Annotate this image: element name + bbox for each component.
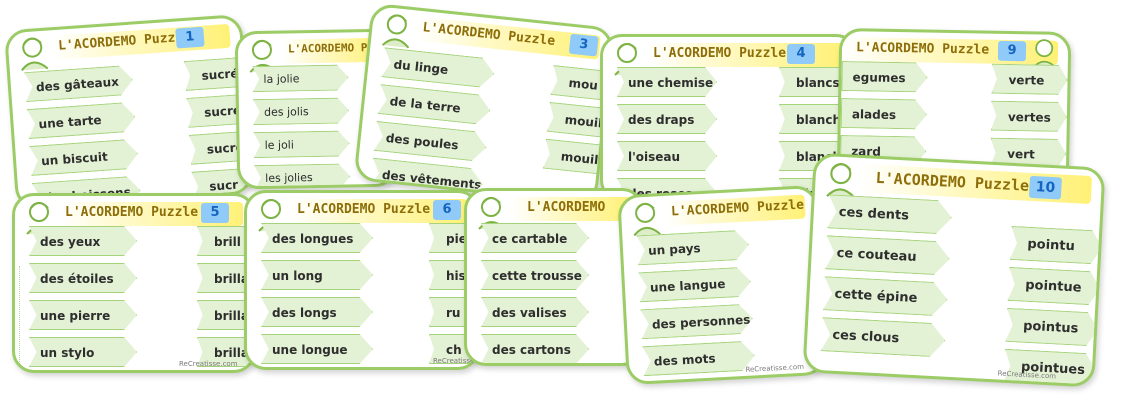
puzzle-piece-noun[interactable]: des draps — [617, 104, 717, 134]
puzzle-piece-noun[interactable]: une tarte — [27, 102, 137, 139]
card-number-badge: 1 — [175, 26, 205, 49]
puzzle-piece-adjective[interactable]: pointue — [1007, 267, 1101, 306]
card-footer: ReCreatisse.com — [433, 357, 477, 365]
puzzle-card-10: L'ACORDEMO Puzzle 10 ces dents ce coutea… — [802, 152, 1106, 388]
puzzle-piece-noun[interactable]: du linge — [381, 47, 496, 89]
puzzle-piece-noun[interactable]: des gâteaux — [24, 65, 134, 102]
puzzle-card-1: L'ACORDEMO Puzzle 1 des gâteaux une tart… — [4, 13, 254, 211]
card-number-badge: 6 — [433, 200, 461, 220]
puzzle-piece-adjective[interactable]: pointu — [1010, 226, 1104, 265]
puzzle-card-7: L'ACORDEMO ce cartable cette trousse des… — [464, 188, 644, 366]
puzzle-piece-noun[interactable]: ces dents — [827, 194, 953, 234]
puzzle-piece-noun[interactable]: des jolis — [253, 97, 349, 125]
puzzle-piece-noun[interactable]: des yeux — [29, 226, 137, 256]
card-title: L'ACORDEMO — [527, 200, 606, 215]
child-illustration-icon — [381, 14, 410, 49]
card-number-badge: 10 — [1028, 175, 1062, 200]
puzzle-card-3: L'ACORDEMO Puzzle 3 du linge de la terre… — [353, 2, 615, 206]
puzzle-piece-noun[interactable]: egumes — [841, 61, 928, 92]
card-number-badge: 4 — [787, 44, 815, 64]
puzzle-piece-noun[interactable]: une langue — [638, 267, 751, 303]
puzzle-piece-noun[interactable]: le joli — [253, 130, 349, 158]
card-footer: ReCreatisse.com — [179, 360, 238, 368]
puzzle-piece-adjective[interactable]: brill — [197, 226, 253, 256]
puzzle-piece-noun[interactable]: cette trousse — [481, 260, 589, 290]
card-title: L'ACORDEMO Puzzle — [297, 202, 431, 217]
puzzle-piece-noun[interactable]: un pays — [636, 230, 749, 266]
puzzle-piece-adjective[interactable]: pointues — [1003, 349, 1097, 388]
vertical-note — [19, 266, 24, 370]
card-title: L'ACORDEMO Puzzle — [653, 46, 787, 61]
puzzle-piece-noun[interactable]: ce couteau — [825, 235, 951, 275]
card-header — [511, 197, 631, 221]
puzzle-piece-noun[interactable]: la jolie — [252, 64, 348, 92]
puzzle-piece-noun[interactable]: des mots — [642, 340, 755, 376]
puzzle-piece-noun[interactable]: des personnes — [640, 303, 753, 339]
child-illustration-icon — [21, 37, 49, 71]
card-title: L'ACORDEMO Puzzle — [65, 205, 199, 220]
puzzle-piece-noun[interactable]: un biscuit — [29, 139, 139, 176]
puzzle-piece-noun[interactable]: une longue — [261, 334, 373, 364]
puzzle-piece-adjective[interactable]: verte — [991, 64, 1068, 95]
puzzle-card-2: L'ACORDEMO Puzzle la jolie des jolis le … — [234, 28, 398, 190]
puzzle-piece-noun[interactable]: des valises — [481, 297, 589, 327]
card-footer: ReCreatisse.com — [745, 362, 805, 374]
puzzle-piece-adjective[interactable]: brillar — [197, 337, 253, 367]
puzzle-card-5: L'ACORDEMO Puzzle 5 des yeux des étoiles… — [12, 193, 256, 373]
puzzle-piece-adjective[interactable]: brilla — [197, 263, 253, 293]
puzzle-piece-noun[interactable]: un stylo — [29, 337, 137, 367]
card-title: L'ACORDEMO Puzzle — [855, 40, 990, 58]
puzzle-piece-noun[interactable]: des longues — [261, 223, 373, 253]
puzzle-piece-noun[interactable]: de la terre — [377, 84, 492, 126]
puzzle-piece-noun[interactable]: ces clous — [821, 317, 947, 357]
puzzle-card-8: L'ACORDEMO Puzzle un pays une langue des… — [617, 184, 827, 386]
card-number-badge: 3 — [568, 33, 599, 57]
child-illustration-icon — [26, 202, 54, 235]
puzzle-piece-noun[interactable]: une chemise — [617, 67, 717, 97]
child-illustration-icon — [826, 163, 856, 199]
puzzle-piece-noun[interactable]: des poules — [374, 121, 489, 163]
puzzle-piece-noun[interactable]: des étoiles — [29, 263, 137, 293]
card-number-badge: 5 — [201, 203, 229, 223]
puzzle-card-6: L'ACORDEMO Puzzle 6 des longues un long … — [244, 190, 480, 370]
puzzle-piece-adjective[interactable]: pointus — [1005, 308, 1099, 347]
puzzle-piece-noun[interactable]: l'oiseau — [617, 141, 717, 171]
puzzle-piece-adjective[interactable]: vertes — [991, 101, 1068, 132]
puzzle-piece-noun[interactable]: une pierre — [29, 300, 137, 330]
child-illustration-icon — [633, 202, 661, 237]
puzzle-piece-noun[interactable]: un long — [261, 260, 373, 290]
puzzle-piece-noun[interactable]: des cartons — [481, 334, 589, 363]
puzzle-piece-noun[interactable]: les jolies — [254, 163, 350, 189]
card-number-badge: 9 — [997, 40, 1027, 62]
puzzle-card-9: L'ACORDEMO Puzzle 9 egumes alades zard v… — [836, 27, 1072, 193]
puzzle-piece-noun[interactable]: alades — [841, 98, 928, 129]
puzzle-piece-noun[interactable]: cette épine — [823, 276, 949, 316]
puzzle-piece-noun[interactable]: des longs — [261, 297, 373, 327]
puzzle-piece-noun[interactable]: ce cartable — [481, 223, 589, 253]
